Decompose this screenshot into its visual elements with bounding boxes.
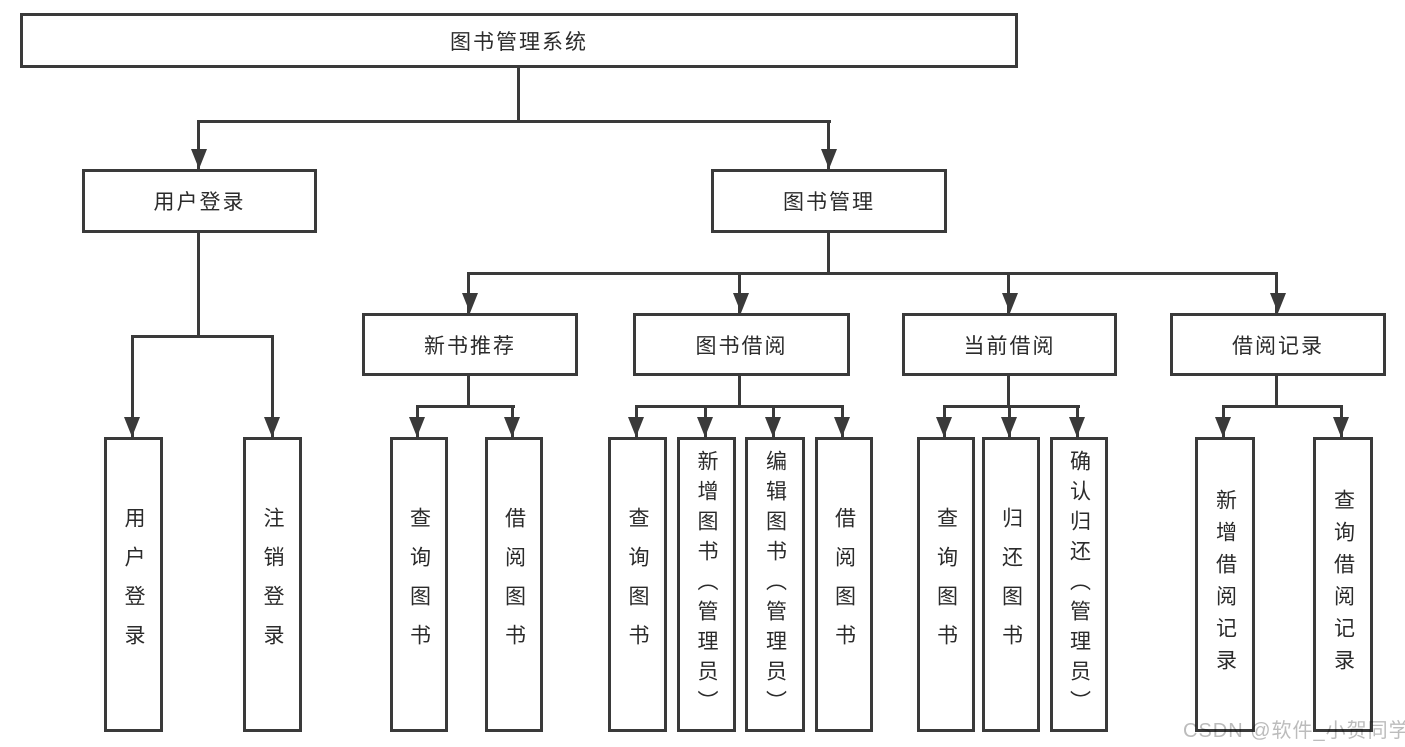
- arrow-down-icon: [1215, 417, 1231, 437]
- arrow-down-icon: [191, 149, 207, 169]
- connector-line: [517, 68, 520, 123]
- connector-line: [943, 405, 1080, 408]
- node-current-borrow: 当前借阅: [902, 313, 1117, 376]
- leaf-label: 用户登录: [122, 506, 146, 663]
- leaf-confirm-return-admin: 确认归还（管理员）: [1050, 437, 1108, 732]
- arrow-down-icon: [462, 293, 478, 313]
- node-library-system: 图书管理系统: [20, 13, 1018, 68]
- connector-line: [131, 335, 134, 437]
- leaf-borrow-books-recommend: 借阅图书: [485, 437, 543, 732]
- connector-line: [416, 405, 515, 408]
- leaf-label: 归还图书: [999, 506, 1023, 663]
- arrow-down-icon: [1270, 293, 1286, 313]
- leaf-query-books-borrow: 查询图书: [608, 437, 667, 732]
- leaf-label: 确认归还（管理员）: [1067, 449, 1091, 720]
- arrow-down-icon: [409, 417, 425, 437]
- connector-line: [271, 335, 274, 437]
- connector-line: [467, 272, 1278, 275]
- arrow-down-icon: [834, 417, 850, 437]
- arrow-down-icon: [765, 417, 781, 437]
- connector-line: [738, 376, 741, 408]
- csdn-watermark: CSDN @软件_小贺同学: [1183, 720, 1405, 742]
- connector-line: [1007, 376, 1010, 408]
- connector-line: [827, 233, 830, 275]
- node-borrow-records: 借阅记录: [1170, 313, 1386, 376]
- connector-line: [197, 120, 200, 169]
- leaf-label: 借阅图书: [502, 506, 526, 663]
- connector-line: [635, 405, 844, 408]
- arrow-down-icon: [733, 293, 749, 313]
- leaf-query-borrow-record: 查询借阅记录: [1313, 437, 1373, 732]
- connector-line: [467, 376, 470, 408]
- leaf-label: 查询图书: [934, 506, 958, 663]
- connector-line: [131, 335, 274, 338]
- leaf-query-books-recommend: 查询图书: [390, 437, 448, 732]
- leaf-user-login: 用户登录: [104, 437, 163, 732]
- connector-line: [197, 233, 200, 338]
- arrow-down-icon: [697, 417, 713, 437]
- arrow-down-icon: [1002, 293, 1018, 313]
- connector-line: [827, 120, 830, 169]
- leaf-label: 查询借阅记录: [1331, 488, 1355, 681]
- arrow-down-icon: [1069, 417, 1085, 437]
- arrow-down-icon: [264, 417, 280, 437]
- leaf-label: 注销登录: [261, 506, 285, 663]
- arrow-down-icon: [504, 417, 520, 437]
- leaf-label: 编辑图书（管理员）: [763, 449, 787, 720]
- node-book-borrow: 图书借阅: [633, 313, 850, 376]
- leaf-return-books: 归还图书: [982, 437, 1040, 732]
- arrow-down-icon: [821, 149, 837, 169]
- node-book-management: 图书管理: [711, 169, 947, 233]
- leaf-query-books-current: 查询图书: [917, 437, 975, 732]
- leaf-add-book-admin: 新增图书（管理员）: [677, 437, 736, 732]
- leaf-edit-book-admin: 编辑图书（管理员）: [745, 437, 805, 732]
- leaf-label: 借阅图书: [832, 506, 856, 663]
- arrow-down-icon: [1333, 417, 1349, 437]
- leaf-borrow-books-borrow: 借阅图书: [815, 437, 873, 732]
- connector-line: [1222, 405, 1343, 408]
- arrow-down-icon: [628, 417, 644, 437]
- arrow-down-icon: [1001, 417, 1017, 437]
- leaf-label: 新增借阅记录: [1213, 488, 1237, 681]
- connector-line: [197, 120, 831, 123]
- leaf-label: 新增图书（管理员）: [695, 449, 719, 720]
- leaf-label: 查询图书: [626, 506, 650, 663]
- arrow-down-icon: [124, 417, 140, 437]
- leaf-label: 查询图书: [407, 506, 431, 663]
- arrow-down-icon: [936, 417, 952, 437]
- node-new-book-recommend: 新书推荐: [362, 313, 578, 376]
- node-user-login: 用户登录: [82, 169, 317, 233]
- connector-line: [1275, 376, 1278, 408]
- leaf-logout: 注销登录: [243, 437, 302, 732]
- leaf-add-borrow-record: 新增借阅记录: [1195, 437, 1255, 732]
